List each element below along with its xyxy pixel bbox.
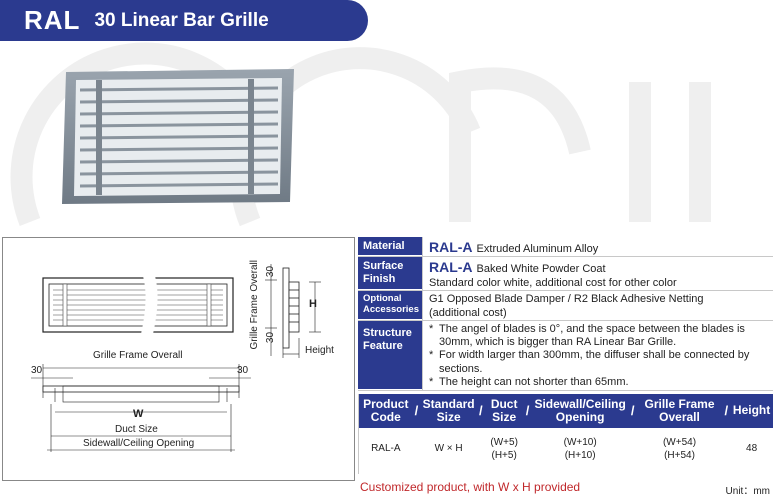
finish-model: RAL-A [429,259,473,275]
customized-note: Customized product, with W x H provided [360,480,581,494]
dim-grille-frame-overall: Grille Frame Overall [93,350,183,361]
spec-val-accessories: G1 Opposed Blade Damper / R2 Black Adhes… [422,291,773,320]
header-sidewall-opening: Sidewall/Ceiling Opening [534,396,626,424]
size-table: Product Code / Standard Size / Duct Size… [358,394,773,474]
spec-row-accessories: Optional Accessories G1 Opposed Blade Da… [358,291,773,321]
structure-note-2-text: For width larger than 300mm, the diffuse… [439,349,750,375]
product-code-title: RAL [24,5,81,35]
separator: / [478,402,483,418]
separator: / [525,402,530,418]
frame-w: (W+54) [662,436,697,448]
header-standard-size: Standard Size [422,396,475,424]
spec-key-finish: Surface Finish [358,257,422,290]
dim-sidewall-opening: Sidewall/Ceiling Opening [83,438,195,449]
cell-product-code: RAL-A [371,443,401,455]
spec-key-material: Material [358,237,422,256]
asterisk-icon: * [429,323,434,335]
grille-product-image [62,69,294,204]
cell-standard-size: W × H [434,443,463,455]
asterisk-icon: * [429,375,434,388]
separator: / [724,402,729,418]
structure-note-3: * The height can not shorter than 65mm. [429,376,767,389]
spec-key-structure: Structure Feature [358,321,422,390]
cell-grille-frame-overall: (W+54) (H+54) [637,436,723,463]
separator: / [414,402,419,418]
table-row: RAL-A W × H (W+5) (H+5) (W+10) (H+10) (W+5… [359,428,773,470]
separator: / [630,402,635,418]
accessories-text-2: (additional cost) [429,306,507,319]
duct-w: (W+5) [490,436,518,448]
material-model: RAL-A [429,239,473,255]
technical-drawing: Grille Frame Overall 30 30 H Height Gril… [2,237,355,481]
cell-sidewall-opening: (W+10) (H+10) [531,436,628,463]
frame-overall-vertical-label: Grille Frame Overall [249,260,260,350]
structure-note-1-text: The angel of blades is 0°, and the space… [439,323,745,349]
dim-30-top: 30 [265,265,277,278]
cell-height: 48 [746,443,758,455]
frame-h: (H+54) [664,450,695,461]
dim-height: Height [305,345,334,356]
dim-h: H [309,298,317,310]
dim-30-right: 30 [237,365,249,376]
dim-30-left: 30 [31,365,43,376]
spec-row-structure: Structure Feature * The angel of blades i… [358,321,773,391]
drawing-lines [31,264,321,452]
header-height: Height [732,403,771,418]
open-w: (W+10) [563,436,597,448]
structure-note-3-text: The height can not shorter than 65mm. [439,375,629,388]
material-text: Extruded Aluminum Alloy [476,243,599,255]
header-product-code: Product Code [363,396,409,424]
structure-note-1: * The angel of blades is 0°, and the spac… [429,323,767,349]
dim-duct-size: Duct Size [115,424,158,435]
dim-30-bottom: 30 [265,331,277,344]
spec-key-accessories: Optional Accessories [358,291,422,320]
cell-duct-size: (W+5) (H+5) [485,436,524,463]
accessories-text: G1 Opposed Blade Damper / R2 Black Adhes… [429,293,704,305]
title-banner: RAL 30 Linear Bar Grille [0,0,368,41]
product-title: 30 Linear Bar Grille [94,9,269,31]
header-duct-size: Duct Size [490,396,518,424]
size-table-header: Product Code / Standard Size / Duct Size… [359,394,773,428]
open-h: (H+10) [564,450,596,461]
duct-h: (H+5) [491,450,517,461]
unit-label: Unit：mm [725,486,770,497]
spec-val-structure: * The angel of blades is 0°, and the spac… [422,321,773,390]
finish-text: Baked White Powder Coat [476,263,606,275]
asterisk-icon: * [429,349,434,362]
dim-w: W [133,408,144,420]
finish-text-2: Standard color white, additional cost fo… [429,276,677,289]
structure-note-2: * For width larger than 300mm, the diffus… [429,349,767,375]
header-grille-frame-overall: Grille Frame Overall [644,396,715,424]
